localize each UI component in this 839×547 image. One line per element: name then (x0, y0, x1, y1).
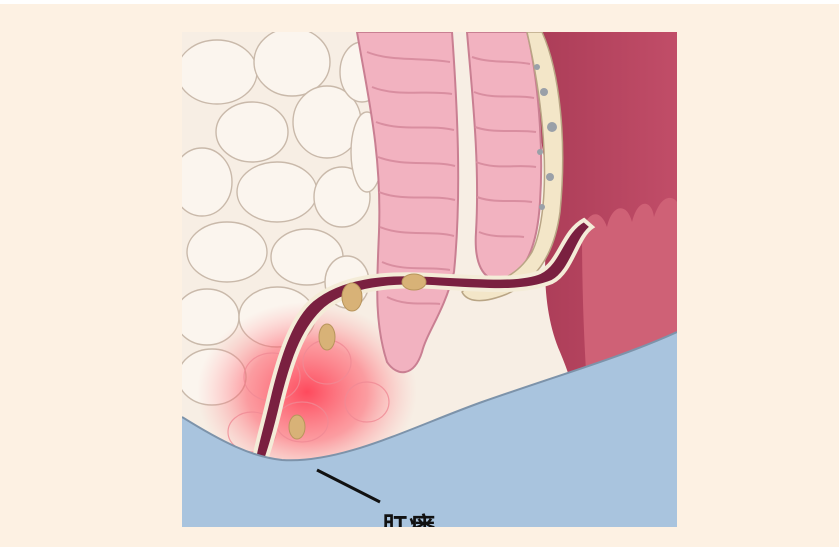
fistula-label: 肛瘘 (382, 515, 436, 527)
top-edge (0, 0, 839, 4)
anal-fistula-illustration: 肛瘘 (182, 32, 677, 527)
anatomy-drawing (182, 32, 677, 527)
rectal-wall-right (467, 32, 541, 280)
